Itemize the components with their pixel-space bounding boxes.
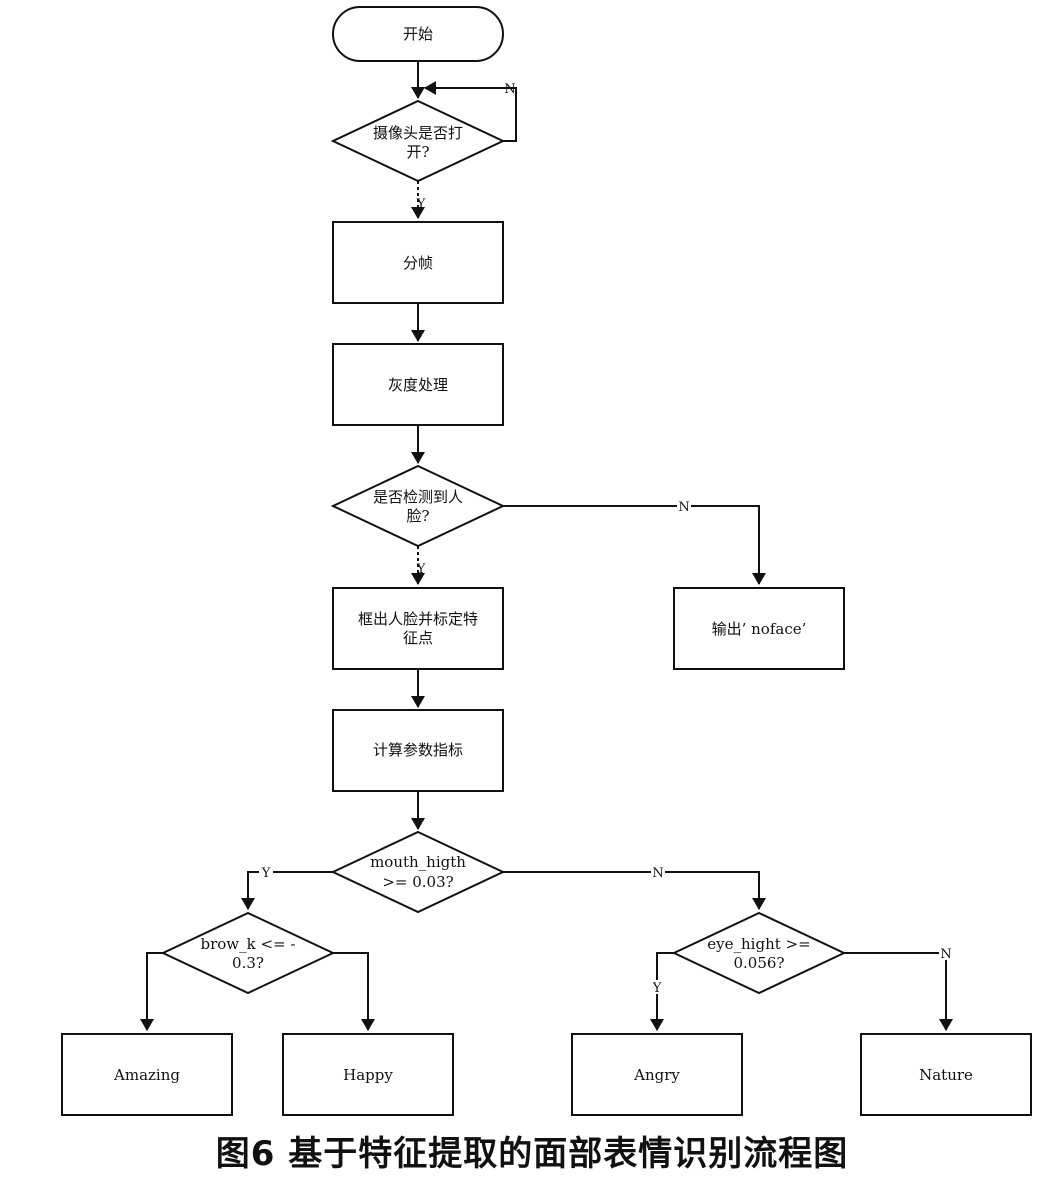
- edge-camera-no-loop: [424, 81, 517, 142]
- figure-caption: 图6 基于特征提取的面部表情识别流程图: [215, 1134, 849, 1174]
- camera-check-label-1: 摄像头是否打: [373, 124, 463, 142]
- edge-label-face-yes: Y: [416, 562, 426, 577]
- edge-eye-no: [844, 952, 953, 1031]
- edge-face-no: [503, 505, 766, 585]
- happy-node: [282, 1033, 454, 1116]
- edge-label-eye-yes: Y: [652, 981, 662, 996]
- frame-split-label: 分帧: [403, 254, 433, 272]
- output-noface-node: [673, 587, 845, 670]
- grayscale-node: [332, 343, 504, 426]
- mouth-check-decision: [330, 830, 506, 914]
- edge-label-mouth-no: N: [652, 866, 663, 881]
- grayscale-label: 灰度处理: [388, 376, 448, 394]
- mark-features-label-2: 征点: [403, 629, 433, 647]
- face-check-label-2: 脸?: [406, 507, 429, 525]
- edge-label-face-no: N: [678, 500, 689, 515]
- frame-split-node: [332, 221, 504, 304]
- edge-mouth-yes: [241, 871, 333, 910]
- brow-check-label-1: brow_k <= -: [201, 935, 296, 953]
- edge-eye-yes: [650, 952, 674, 1031]
- compute-params-node: [332, 709, 504, 792]
- edge-mouth-no: [503, 871, 766, 910]
- flowchart: 开始 摄像头是否打 开? N Y 分帧 灰度处理 是否检测到人 脸? N Y 框…: [61, 6, 1032, 1116]
- mouth-check-label-1: mouth_higth: [370, 853, 466, 871]
- face-check-label-1: 是否检测到人: [373, 488, 463, 506]
- amazing-label: Amazing: [113, 1066, 180, 1084]
- eye-check-decision: [671, 911, 847, 995]
- compute-params-label: 计算参数指标: [373, 741, 463, 759]
- edge-label-camera-no: N: [504, 82, 515, 97]
- brow-check-decision: [160, 911, 336, 995]
- nature-node: [860, 1033, 1032, 1116]
- angry-label: Angry: [633, 1066, 680, 1084]
- edge-label-eye-no: N: [940, 947, 951, 962]
- eye-check-label-2: 0.056?: [734, 954, 785, 972]
- start-label: 开始: [403, 25, 433, 43]
- edge-label-mouth-yes: Y: [261, 866, 271, 881]
- nature-label: Nature: [919, 1066, 973, 1084]
- brow-check-label-2: 0.3?: [232, 954, 264, 972]
- edge-label-camera-yes: Y: [416, 197, 426, 212]
- happy-label: Happy: [343, 1066, 393, 1084]
- mouth-check-label-2: >= 0.03?: [382, 873, 453, 891]
- edge-brow-amazing: [140, 952, 163, 1031]
- angry-node: [571, 1033, 743, 1116]
- mark-features-label-1: 框出人脸并标定特: [358, 610, 478, 628]
- eye-check-label-1: eye_hight >=: [707, 935, 810, 953]
- edge-brow-happy: [333, 952, 375, 1031]
- face-check-decision: [330, 464, 506, 548]
- output-noface-label: 输出’ noface’: [712, 620, 807, 638]
- amazing-node: [61, 1033, 233, 1116]
- camera-check-label-2: 开?: [406, 143, 429, 161]
